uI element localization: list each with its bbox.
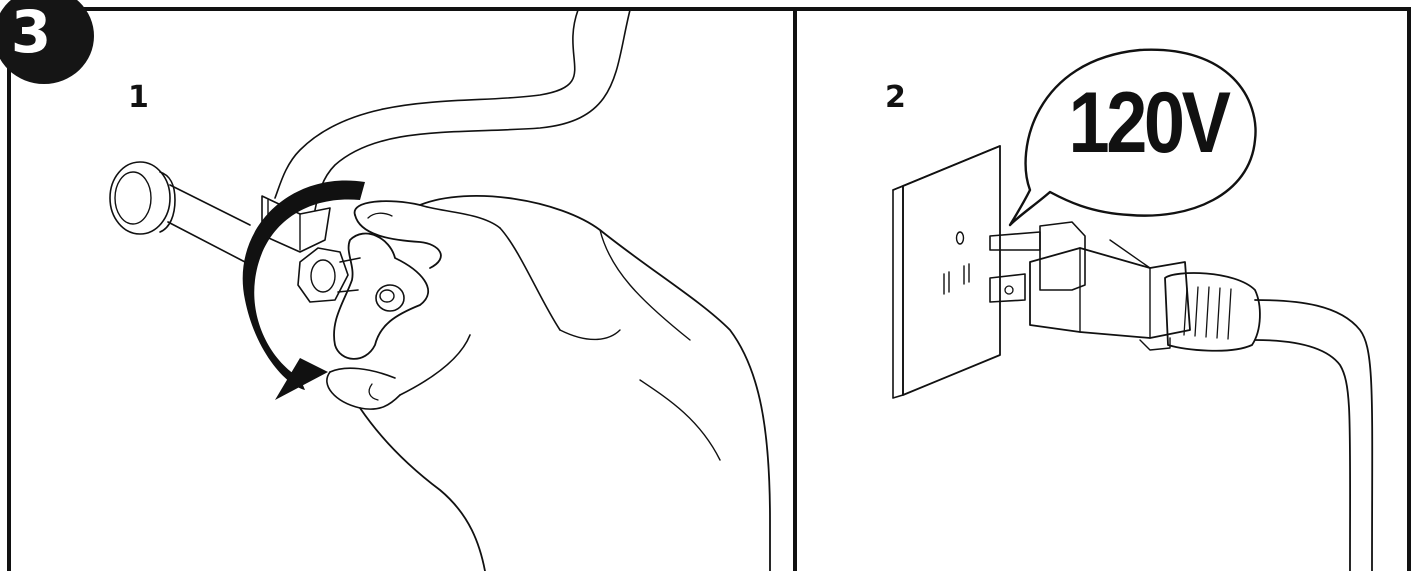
- section-badge: 3: [0, 0, 94, 84]
- wall-outlet-plate: [892, 145, 1001, 399]
- water-supply-hose: [274, 9, 631, 211]
- valve-handle: [333, 232, 430, 360]
- section-number: 3: [10, 0, 52, 66]
- plug-icon: [989, 221, 1374, 571]
- step-1-number: 1: [128, 80, 149, 115]
- voltage-label: 120V: [1068, 75, 1231, 171]
- step-2-number: 2: [885, 80, 906, 115]
- hand-illustration: [326, 195, 771, 571]
- rotation-arrow-icon: [242, 180, 365, 400]
- step-2-panel: [793, 7, 1411, 571]
- speech-bubble: [1008, 48, 1257, 227]
